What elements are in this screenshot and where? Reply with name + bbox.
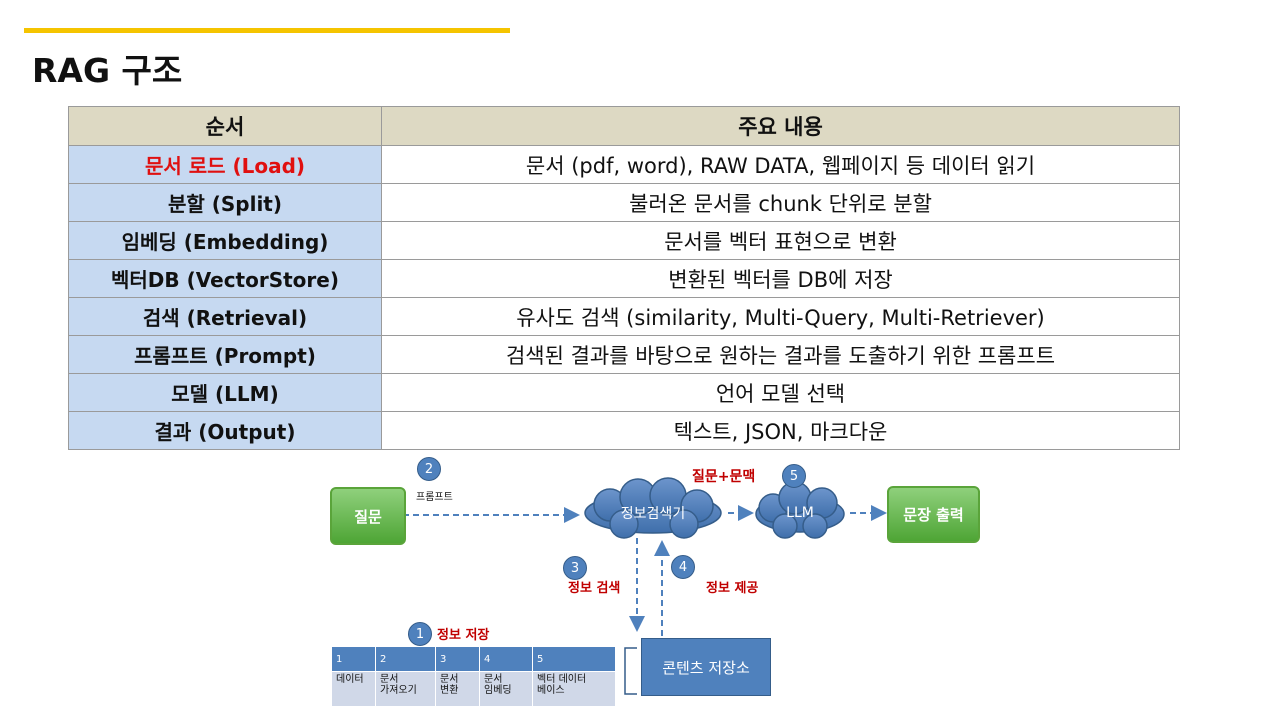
step-vectorstore: 벡터DB (VectorStore) (68, 259, 382, 298)
table-row: 문서 로드 (Load) 문서 (pdf, word), RAW DATA, 웹… (68, 145, 1180, 184)
table-row: 벡터DB (VectorStore) 변환된 벡터를 DB에 저장 (68, 259, 1180, 298)
prompt-label: 프롬프트 (416, 492, 453, 503)
accent-bar (24, 28, 510, 33)
table-row: 프롬프트 (Prompt) 검색된 결과를 바탕으로 원하는 결과를 도출하기 … (68, 335, 1180, 374)
question-box: 질문 (330, 487, 406, 545)
step-load: 문서 로드 (Load) (68, 145, 382, 184)
table-row: 분할 (Split) 불러온 문서를 chunk 단위로 분할 (68, 183, 1180, 222)
mini-table-row: 데이터 문서 가져오기 문서 변환 문서 임베딩 벡터 데이터 베이스 (331, 671, 616, 707)
step-3-badge: 3 (563, 556, 587, 580)
header-order: 순서 (68, 106, 382, 146)
table-row: 임베딩 (Embedding) 문서를 벡터 표현으로 변환 (68, 221, 1180, 260)
info-search-label: 정보 검색 (568, 581, 621, 596)
step-5-badge: 5 (782, 464, 806, 488)
step-4-badge: 4 (671, 555, 695, 579)
llm-cloud-label: LLM (786, 505, 814, 521)
step-retrieval: 검색 (Retrieval) (68, 297, 382, 336)
desc-prompt: 검색된 결과를 바탕으로 원하는 결과를 도출하기 위한 프롬프트 (381, 335, 1180, 374)
desc-output: 텍스트, JSON, 마크다운 (381, 411, 1180, 450)
mini-cell-4: 문서 임베딩 (479, 671, 533, 707)
page-title: RAG 구조 (32, 51, 183, 90)
desc-llm: 언어 모델 선택 (381, 373, 1180, 412)
mini-header-2: 2 (375, 646, 436, 672)
mini-header-5: 5 (532, 646, 616, 672)
mini-cell-1: 데이터 (331, 671, 376, 707)
output-box: 문장 출력 (887, 486, 980, 543)
info-provide-label: 정보 제공 (706, 581, 759, 596)
step-embedding: 임베딩 (Embedding) (68, 221, 382, 260)
rag-steps-table: 순서 주요 내용 문서 로드 (Load) 문서 (pdf, word), RA… (68, 106, 1180, 450)
table-row: 검색 (Retrieval) 유사도 검색 (similarity, Multi… (68, 297, 1180, 336)
mini-cell-2: 문서 가져오기 (375, 671, 436, 707)
desc-embedding: 문서를 벡터 표현으로 변환 (381, 221, 1180, 260)
mini-header-4: 4 (479, 646, 533, 672)
info-store-label: 정보 저장 (437, 628, 490, 643)
desc-split: 불러온 문서를 chunk 단위로 분할 (381, 183, 1180, 222)
question-context-label: 질문+문맥 (692, 469, 756, 485)
search-cloud-label: 정보검색기 (620, 506, 686, 522)
step-output: 결과 (Output) (68, 411, 382, 450)
search-cloud-shape (584, 477, 722, 539)
table-row: 결과 (Output) 텍스트, JSON, 마크다운 (68, 411, 1180, 450)
desc-vectorstore: 변환된 벡터를 DB에 저장 (381, 259, 1180, 298)
content-store-box: 콘텐츠 저장소 (641, 638, 771, 696)
desc-retrieval: 유사도 검색 (similarity, Multi-Query, Multi-R… (381, 297, 1180, 336)
mini-table-header: 1 2 3 4 5 (331, 646, 616, 672)
step-2-badge: 2 (417, 457, 441, 481)
table-row: 모델 (LLM) 언어 모델 선택 (68, 373, 1180, 412)
desc-load: 문서 (pdf, word), RAW DATA, 웹페이지 등 데이터 읽기 (381, 145, 1180, 184)
llm-cloud-shape (755, 481, 845, 539)
step-prompt: 프롬프트 (Prompt) (68, 335, 382, 374)
step-1-badge: 1 (408, 622, 432, 646)
mini-header-3: 3 (435, 646, 480, 672)
step-split: 분할 (Split) (68, 183, 382, 222)
mini-header-1: 1 (331, 646, 376, 672)
bracket-line (624, 647, 637, 695)
mini-cell-3: 문서 변환 (435, 671, 480, 707)
step-llm: 모델 (LLM) (68, 373, 382, 412)
mini-cell-5: 벡터 데이터 베이스 (532, 671, 616, 707)
pipeline-mini-table: 1 2 3 4 5 데이터 문서 가져오기 문서 변환 문서 임베딩 벡터 데이… (331, 646, 616, 707)
